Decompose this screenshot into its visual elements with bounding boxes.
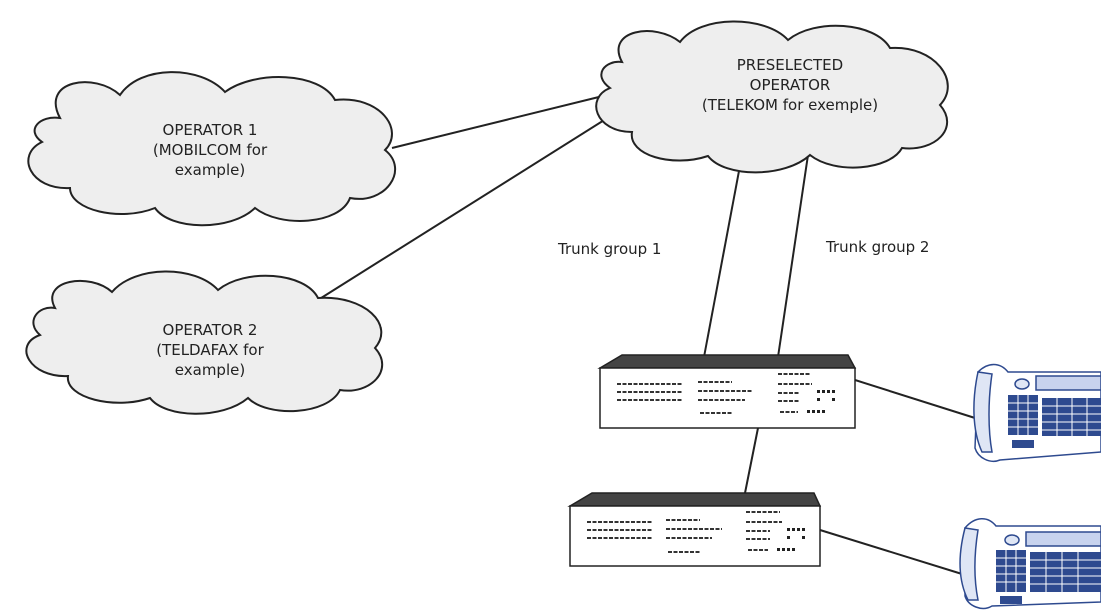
operator1-line-2: (MOBILCOM for: [152, 141, 268, 159]
trunk-group-1-label: Trunk group 1: [558, 240, 662, 258]
preselected-line-3: (TELEKOM for exemple): [701, 96, 879, 114]
trunk-line-2: [777, 154, 809, 358]
link-pbx2-phone2: [819, 529, 963, 575]
link-pbx1-phone1: [854, 379, 976, 419]
operator2-line-2: (TELDAFAX for: [156, 341, 264, 359]
phone-2-icon: [959, 518, 1101, 610]
cloud-preselected-operator: [595, 20, 949, 174]
preselected-line-2: OPERATOR: [749, 76, 831, 94]
cloud-operator2: [25, 270, 383, 415]
operator2-line-3: example): [174, 361, 246, 379]
link-operator1-preselected: [391, 94, 608, 149]
cloud-operator1: [27, 71, 397, 227]
trunk-line-1: [703, 154, 743, 358]
link-pbx1-pbx2: [744, 427, 759, 494]
operator1-line-3: example): [174, 161, 246, 179]
pbx-unit-1: [597, 354, 857, 429]
operator1-line-1: OPERATOR 1: [162, 121, 258, 139]
preselected-operator-label: PRESELECTED OPERATOR (TELEKOM for exempl…: [680, 55, 900, 115]
trunk-group-2-label: Trunk group 2: [826, 238, 930, 256]
pbx-unit-2: [567, 492, 822, 567]
operator2-line-1: OPERATOR 2: [162, 321, 258, 339]
operator1-label: OPERATOR 1 (MOBILCOM for example): [130, 120, 290, 180]
preselected-line-1: PRESELECTED: [736, 56, 844, 74]
phone-1-icon: [973, 363, 1101, 462]
link-operator2-preselected: [309, 111, 618, 306]
operator2-label: OPERATOR 2 (TELDAFAX for example): [130, 320, 290, 380]
